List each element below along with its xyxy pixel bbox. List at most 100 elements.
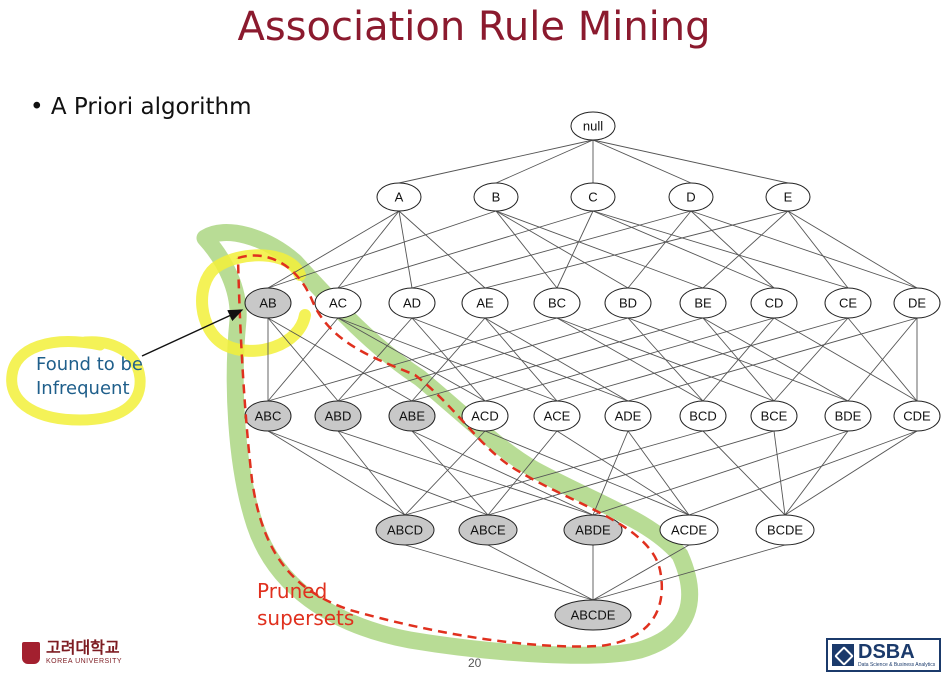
red-dashed-pruned-boundary — [236, 254, 664, 648]
edge-bde-abde — [592, 430, 849, 516]
node-label: BD — [619, 296, 637, 311]
edge-a-ac — [337, 210, 400, 289]
edge-d-cd — [690, 210, 775, 289]
edge-abe-abce — [411, 430, 489, 516]
bullet-apriori: • A Priori algorithm — [30, 94, 251, 120]
yellow-highlight-stroke — [196, 249, 311, 357]
edge-null-e — [592, 139, 789, 184]
edge-ae-ace — [484, 317, 558, 402]
node-ace: ACE — [533, 400, 581, 432]
node-label: BCE — [761, 409, 788, 424]
node-de: DE — [893, 287, 941, 319]
node-ac: AC — [314, 287, 362, 319]
edge-abc-abcd — [267, 430, 406, 516]
edge-ace-abce — [487, 430, 558, 516]
node-label: C — [588, 190, 597, 205]
edge-de-bde — [847, 317, 918, 402]
node-label: A — [395, 190, 404, 205]
yellow-highlight-circle — [6, 336, 146, 426]
node-label: AD — [403, 296, 421, 311]
node-ellipse — [893, 287, 941, 319]
node-label: ABC — [255, 409, 282, 424]
node-ellipse — [461, 287, 509, 319]
node-ab: AB — [244, 287, 292, 319]
edge-bcde-abcde — [592, 544, 786, 601]
edge-null-a — [398, 139, 594, 184]
node-label: BDE — [835, 409, 862, 424]
edge-bce-abce — [487, 430, 775, 516]
edge-bc-abc — [267, 317, 558, 402]
infrequent-arrow — [141, 309, 244, 357]
edge-bd-bcd — [627, 317, 704, 402]
node-ellipse — [765, 182, 811, 212]
node-label: ABCD — [387, 523, 423, 538]
node-ellipse — [314, 287, 362, 319]
edge-e-ae — [484, 210, 789, 289]
node-ellipse — [244, 287, 292, 319]
node-ellipse — [679, 400, 727, 432]
node-label: BCDE — [767, 523, 803, 538]
korea-university-logo: 고려대학교 KOREA UNIVERSITY — [22, 640, 122, 665]
edge-cde-bcde — [784, 430, 918, 516]
node-label: AB — [259, 296, 276, 311]
node-ellipse — [604, 400, 652, 432]
edge-cd-cde — [773, 317, 918, 402]
node-c: C — [570, 182, 616, 212]
edge-acde-abcde — [592, 544, 690, 601]
node-abc: ABC — [244, 400, 292, 432]
edge-abd-abde — [337, 430, 594, 516]
node-label: ABD — [325, 409, 352, 424]
pruned-label-line2: supersets — [257, 606, 354, 630]
page-number: 20 — [468, 656, 482, 670]
node-ellipse — [659, 514, 719, 546]
node-label: ABCE — [470, 523, 506, 538]
node-cde: CDE — [893, 400, 941, 432]
node-ellipse — [570, 111, 616, 141]
edge-e-ce — [787, 210, 849, 289]
node-ellipse — [375, 514, 435, 546]
edge-ad-abd — [337, 317, 413, 402]
edge-e-be — [702, 210, 789, 289]
node-ellipse — [893, 400, 941, 432]
node-bcde: BCDE — [755, 514, 815, 546]
node-label: D — [686, 190, 695, 205]
node-label: ACDE — [671, 523, 707, 538]
node-label: ACE — [544, 409, 571, 424]
edge-c-bc — [556, 210, 594, 289]
node-label: CD — [765, 296, 784, 311]
node-ellipse — [388, 287, 436, 319]
university-name-kr: 고려대학교 — [46, 638, 120, 657]
node-label: AC — [329, 296, 347, 311]
node-label: E — [784, 190, 793, 205]
node-ellipse — [458, 514, 518, 546]
node-ellipse — [533, 400, 581, 432]
node-ellipse — [461, 400, 509, 432]
edge-cd-acd — [484, 317, 775, 402]
node-label: ABE — [399, 409, 425, 424]
node-abcd: ABCD — [375, 514, 435, 546]
node-bc: BC — [533, 287, 581, 319]
node-bce: BCE — [750, 400, 798, 432]
infrequent-label-line2: Infrequent — [36, 378, 130, 399]
edge-cde-acde — [688, 430, 918, 516]
node-ellipse — [554, 599, 632, 631]
edge-acd-abcd — [404, 430, 486, 516]
node-null: null — [570, 111, 616, 141]
node-ellipse — [376, 182, 422, 212]
dsba-logo: DSBA Data Science & Business Analytics — [826, 638, 942, 672]
node-ellipse — [668, 182, 714, 212]
node-acd: ACD — [461, 400, 509, 432]
edge-cd-bcd — [702, 317, 775, 402]
node-abe: ABE — [388, 400, 436, 432]
node-label: CDE — [903, 409, 931, 424]
node-label: AE — [476, 296, 494, 311]
edge-abe-abde — [411, 430, 594, 516]
edge-a-ab — [267, 210, 400, 289]
edge-null-b — [495, 139, 594, 184]
edge-ac-abc — [267, 317, 339, 402]
edge-ce-ace — [556, 317, 849, 402]
node-ellipse — [388, 400, 436, 432]
node-label: BE — [694, 296, 712, 311]
